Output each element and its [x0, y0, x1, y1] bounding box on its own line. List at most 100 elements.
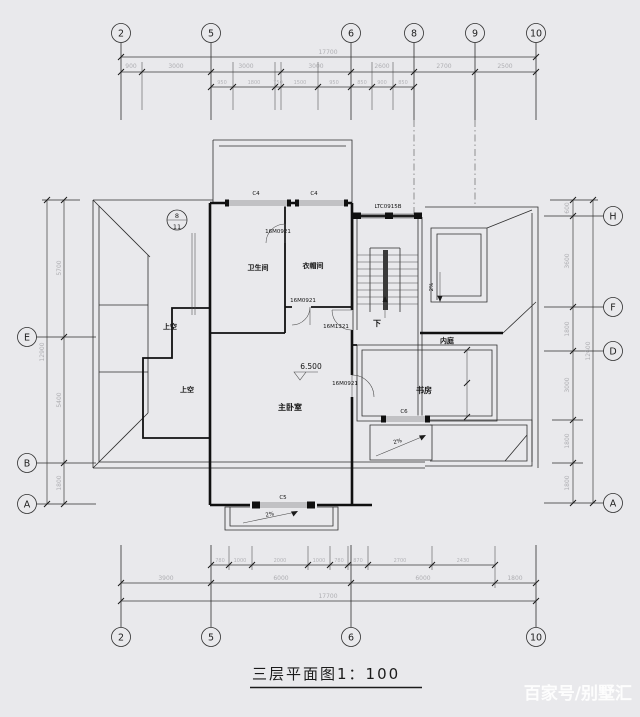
- axis-grid-bottom: 2 5 6 10: [111, 545, 546, 647]
- right-roof-terrace: [425, 206, 539, 468]
- window-c6-glass: [383, 416, 427, 422]
- dim-bot-r1-7: 2700: [394, 558, 407, 564]
- room-study: 书房: [416, 385, 432, 395]
- drawing-title: 三层平面图1：100: [252, 665, 400, 683]
- axis-bubble-right-H: [603, 206, 623, 226]
- dim-bot-r1-4: 1000: [313, 558, 326, 564]
- dim-bot-r1-6: 870: [353, 558, 363, 564]
- dim-bot-r2-2: 6000: [273, 575, 288, 582]
- window-c5-glass: [252, 502, 315, 508]
- dim-left-1: 5700: [56, 260, 63, 275]
- axis-lines-bottom: [120, 545, 537, 627]
- axis-label-left-B: B: [24, 458, 31, 469]
- door-4-arc: [351, 374, 375, 398]
- sheet-title: 三层平面图1：100: [250, 665, 422, 689]
- dim-left-total: 12900: [39, 342, 46, 361]
- level-marker-symbol: [293, 371, 318, 381]
- window-c6-label: C6: [400, 409, 408, 415]
- ticks-right-segs: [569, 196, 577, 507]
- dim-top-r3-7: 900: [377, 80, 387, 86]
- dim-left-3: 1800: [56, 475, 63, 490]
- dim-lines-left: [46, 200, 65, 504]
- dim-bot-r1-5: 780: [334, 558, 344, 564]
- axis-bubble-left-E: [17, 327, 37, 347]
- upper-roof-box: [212, 139, 353, 203]
- dim-right-4: 3000: [564, 377, 571, 392]
- axis-bubble-top-6: [341, 23, 361, 43]
- axis-bubble-bottom-2: [111, 627, 131, 647]
- study-walls: [356, 344, 498, 422]
- windows: C4 C4 LTC0915B C5 C6: [225, 191, 430, 509]
- axis-grid-left: E B A 5700 5400 1800 12900: [17, 196, 96, 514]
- axis-label-right-D: D: [609, 346, 616, 357]
- axis-grid-top: 2 5 6 8 9 10: [111, 23, 546, 120]
- axis-lines-left: [36, 199, 96, 505]
- axis-lines-right: [544, 199, 604, 504]
- stair-down-label: 下: [373, 319, 381, 328]
- window-c5-jamb-l: [252, 501, 260, 509]
- dim-top-r2-6: 2700: [436, 63, 451, 70]
- axis-label-bottom-6: 6: [348, 632, 354, 643]
- window-c4-1-label: C4: [252, 191, 260, 197]
- watermark-text: 百家号/别墅汇: [524, 683, 632, 704]
- dim-bot-r2-4: 1800: [507, 575, 522, 582]
- dim-bot-r1-8: 2430: [457, 558, 470, 564]
- dim-top-r3-1: 950: [217, 80, 227, 86]
- axis-label-right-H: H: [609, 211, 616, 222]
- ticks-right-total: [589, 196, 597, 507]
- lower-terrace: [213, 419, 533, 469]
- window-c4-2-jamb-l: [295, 199, 299, 207]
- axis-bubble-top-8: [404, 23, 424, 43]
- axis-bubble-left-A: [17, 494, 37, 514]
- axis-label-top-6: 6: [348, 28, 354, 39]
- dim-right-3: 1800: [564, 321, 571, 336]
- axis-label-top-10: 10: [530, 28, 542, 39]
- dim-top-r2-1: 900: [125, 63, 137, 70]
- window-c4-2-glass: [298, 200, 345, 206]
- door-2-label: 16M0921: [290, 298, 316, 304]
- room-master-bedroom: 主卧室: [278, 402, 302, 412]
- axis-bubble-bottom-5: [201, 627, 221, 647]
- ticks-left-total: [43, 196, 51, 508]
- slope-3-label: 2%: [265, 511, 275, 518]
- axis-label-bottom-10: 10: [530, 632, 542, 643]
- stair-walls: [352, 217, 423, 420]
- dim-right-1: 600: [564, 202, 571, 214]
- axis-bubble-right-D: [603, 341, 623, 361]
- slope-1-arrow-head: [437, 296, 443, 302]
- dim-left-2: 5400: [56, 392, 63, 407]
- door-1-label: 16M0921: [265, 229, 291, 235]
- slope-2-label: 2%: [393, 438, 403, 446]
- door-3-arc: [331, 309, 353, 331]
- axis-label-left-A: A: [24, 499, 31, 510]
- room-bathroom: 卫生间: [248, 263, 269, 272]
- left-roof: [92, 199, 213, 469]
- room-inner-court: 内庭: [440, 336, 455, 345]
- axis-bubble-top-9: [465, 23, 485, 43]
- dim-top-r3-6: 850: [357, 80, 367, 86]
- ticks-top-total: [117, 53, 540, 61]
- door-2-gap: [292, 303, 311, 311]
- axis-bubble-top-2: [111, 23, 131, 43]
- dim-bottom-total: 17700: [318, 593, 337, 600]
- dimensions-bottom: 780 1000 2000 1000 780 870 2700 2430 390…: [117, 546, 540, 605]
- room-void-1: 上空: [163, 322, 177, 331]
- stair-window-block-2: [385, 212, 393, 219]
- dim-top-r3-3: 750: [273, 80, 283, 86]
- axis-continuation-lines: [413, 120, 476, 215]
- plan-walls: [208, 201, 503, 507]
- stair-window-block-1: [353, 212, 361, 219]
- dim-lines-bottom: [121, 564, 536, 602]
- axis-label-top-9: 9: [472, 28, 478, 39]
- axis-label-top-2: 2: [118, 28, 124, 39]
- axis-bubble-right-A: [603, 493, 623, 513]
- axis-bubble-left-B: [17, 453, 37, 473]
- door-3-label: 16M1321: [323, 324, 349, 330]
- window-c5-jamb-r: [307, 501, 315, 509]
- dim-bot-r2-3: 6000: [415, 575, 430, 582]
- window-c4-2-label: C4: [310, 191, 318, 197]
- axis-bubble-bottom-10: [526, 627, 546, 647]
- dim-top-r3-4: 1500: [294, 80, 307, 86]
